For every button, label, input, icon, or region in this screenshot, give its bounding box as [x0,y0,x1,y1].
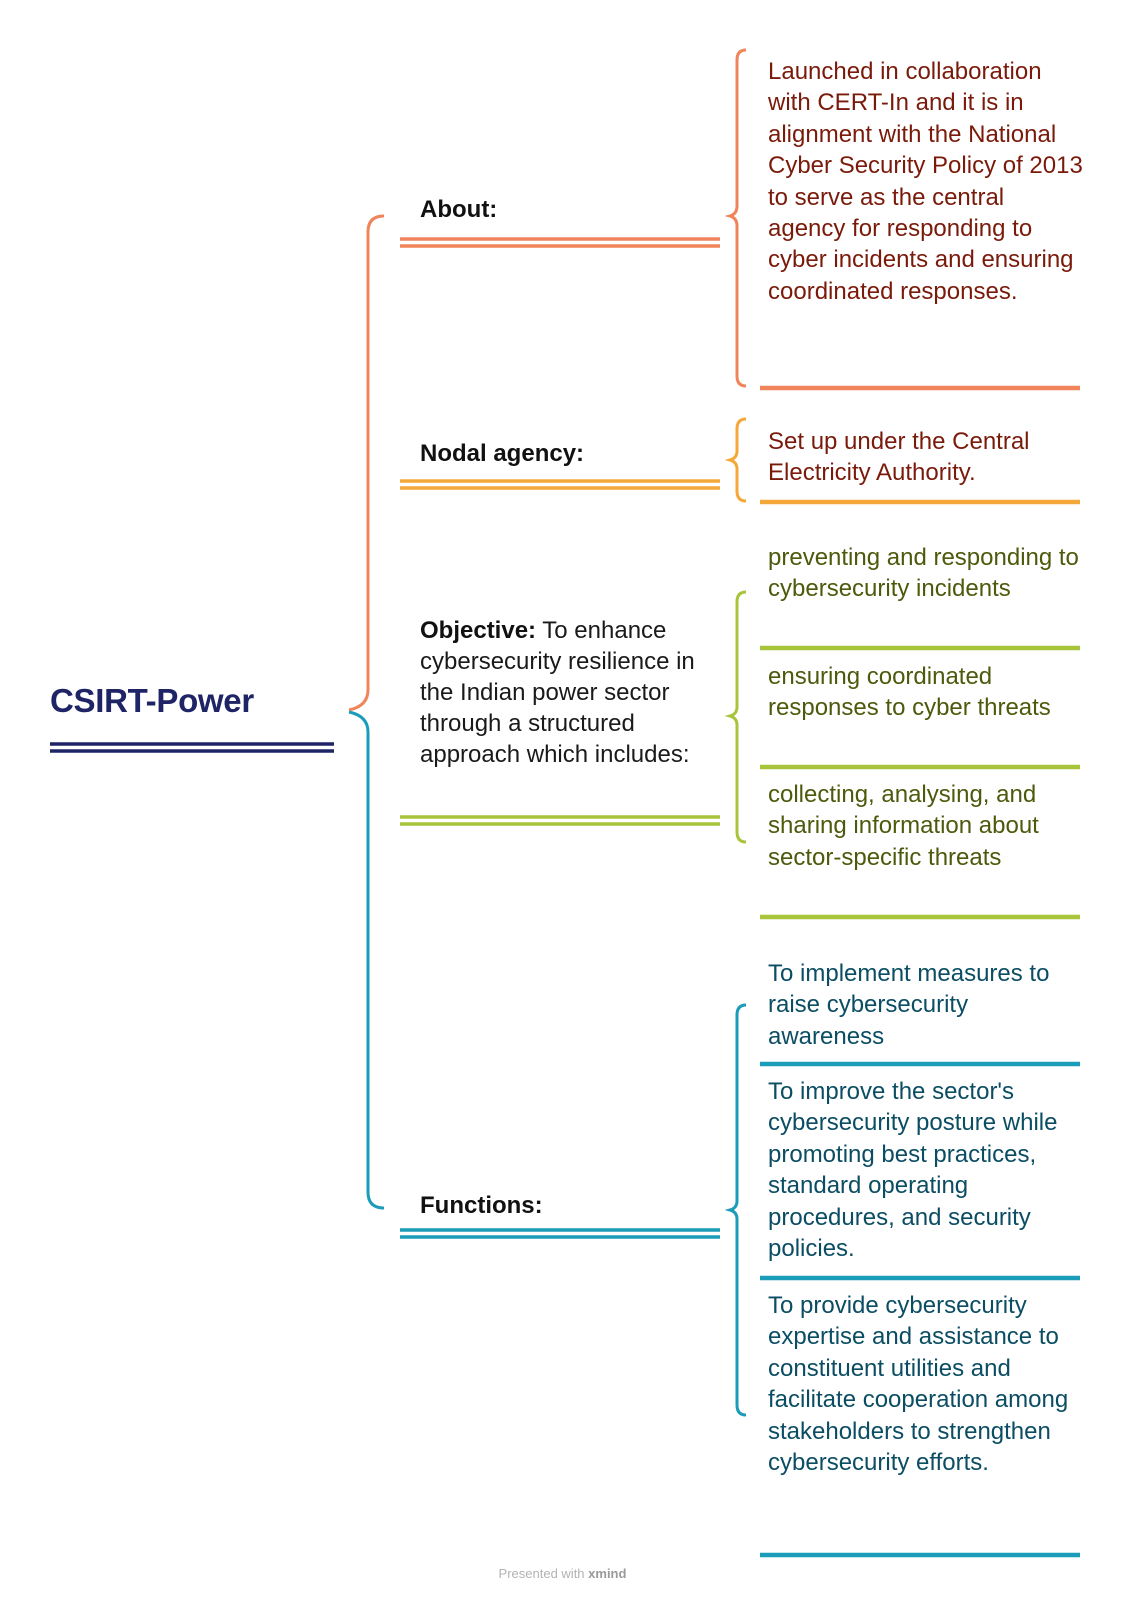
root-underline [50,742,334,753]
nodal-underline [400,479,720,490]
nodal-brace [724,417,747,503]
functions-brace [724,1003,747,1417]
topic-about[interactable]: About: [420,194,497,225]
root-topic[interactable]: CSIRT-Power [50,682,254,719]
objective-leaf-2[interactable]: ensuring coordinated responses to cyber … [768,663,1051,722]
topic-nodal-agency[interactable]: Nodal agency: [420,438,584,469]
nodal-leaf[interactable]: Set up under the Central Electricity Aut… [768,428,1030,487]
main-brace-top [348,214,385,712]
about-leaf[interactable]: Launched in collaboration with CERT-In a… [768,58,1083,305]
topic-functions-label: Functions: [420,1192,543,1219]
objective-underline [400,815,720,826]
topic-objective-label: Objective: [420,617,537,644]
objective-brace [724,590,747,844]
about-underline [400,237,720,248]
topic-nodal-label: Nodal agency: [420,440,585,467]
footer-credit: Presented with xmind [0,1566,1125,1581]
functions-leaf-1[interactable]: To implement measures to raise cybersecu… [768,960,1050,1050]
topic-functions[interactable]: Functions: [420,1190,543,1221]
functions-leaf-2[interactable]: To improve the sector's cybersecurity po… [768,1078,1058,1263]
topic-objective-text: To enhance cybersecurity resilience in t… [420,617,695,768]
objective-leaf-1[interactable]: preventing and responding to cybersecuri… [768,544,1079,603]
functions-leaf-3[interactable]: To provide cybersecurity expertise and a… [768,1292,1069,1477]
topic-about-label: About: [420,196,498,223]
topic-objective[interactable]: Objective: To enhance cybersecurity resi… [420,615,720,770]
main-brace-bottom [348,710,385,1210]
footer-brand: xmind [588,1566,627,1581]
functions-underline [400,1228,720,1239]
about-brace [724,48,747,388]
footer-prefix: Presented with [498,1566,589,1581]
objective-leaf-3[interactable]: collecting, analysing, and sharing infor… [768,781,1039,871]
